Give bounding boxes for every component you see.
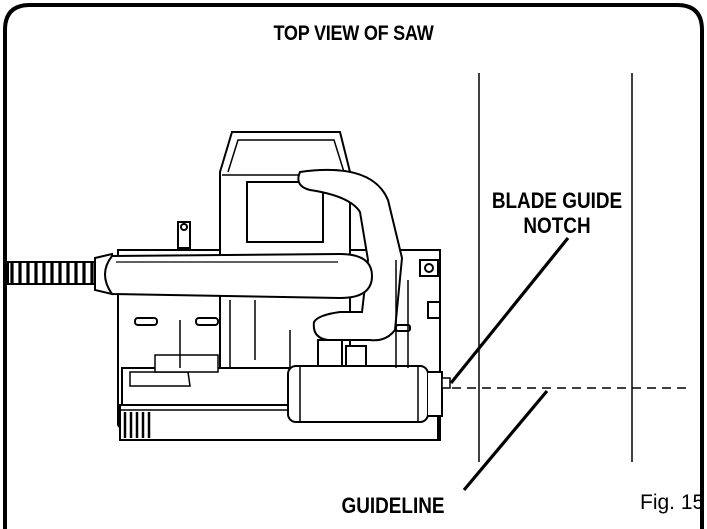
diagram-frame — [3, 3, 704, 529]
battery — [287, 365, 429, 423]
top-grip — [104, 252, 374, 300]
blade-guide-leader — [449, 236, 570, 385]
workpiece-board — [452, 73, 690, 462]
power-cord — [7, 252, 113, 296]
figure-label: Fig. 15 — [640, 491, 705, 514]
main-handle — [297, 168, 404, 342]
blade-guide-notch-label-line1: BLADE GUIDE — [491, 188, 623, 213]
diagram-title: TOP VIEW OF SAW — [273, 22, 434, 45]
blade-guide-notch-label-line2: NOTCH — [523, 213, 591, 238]
guideline-label: GUIDELINE — [341, 493, 445, 518]
saw-illustration — [7, 131, 451, 441]
guideline-leader — [462, 389, 549, 492]
